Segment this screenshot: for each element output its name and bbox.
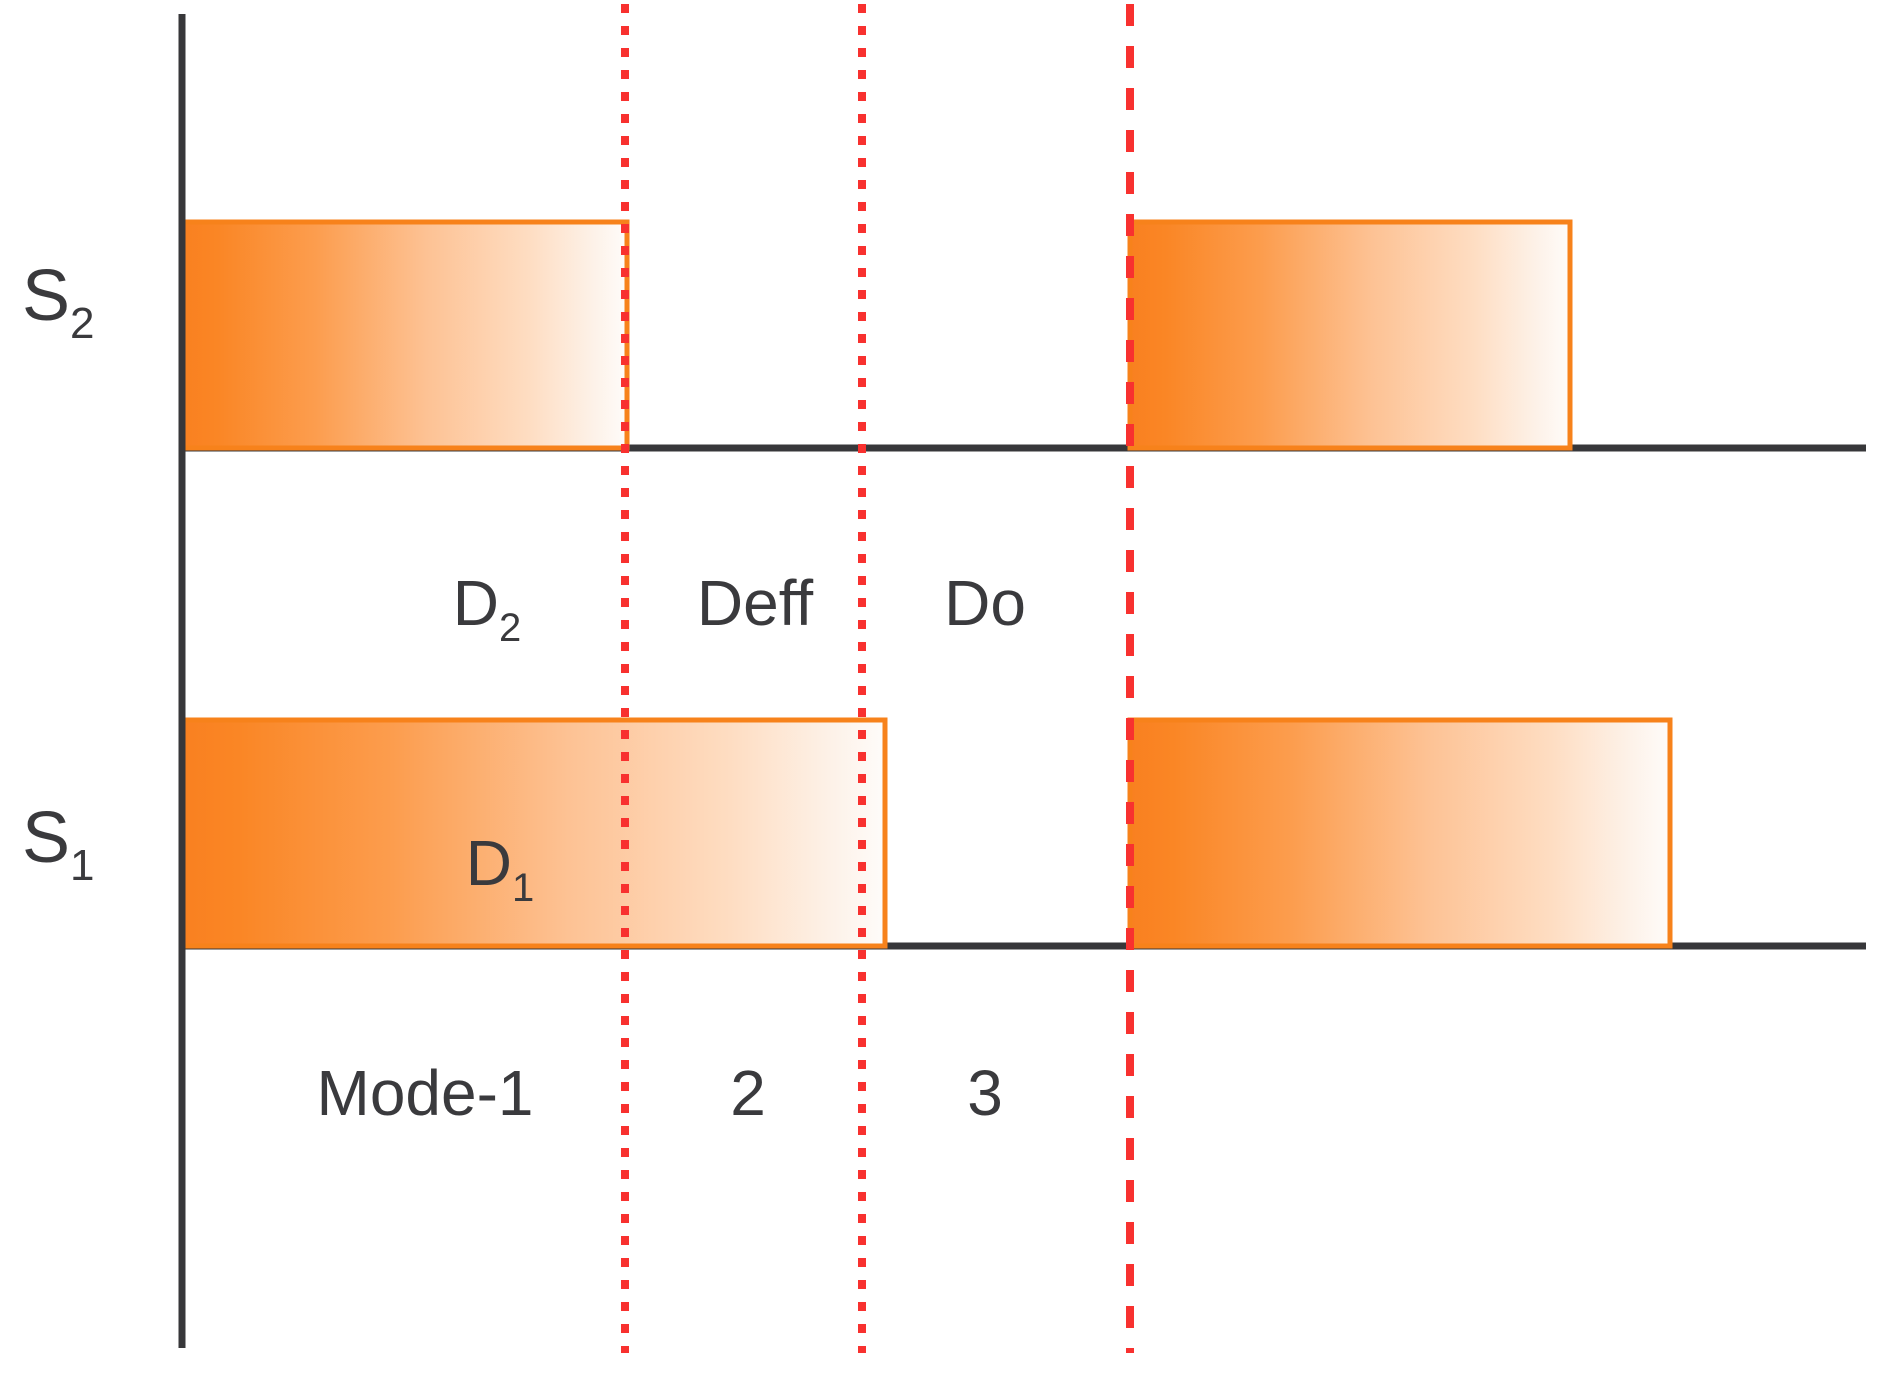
duty-label-d2-sub: 2 [499,606,521,650]
s2-pulse-2 [1127,219,1573,451]
signal-group-s2 [179,219,1866,452]
signal-label-s1: S1 [22,798,95,890]
mode-label-3: 3 [967,1057,1003,1129]
signal-label-s2-sub: 2 [70,299,94,348]
s2-pulse-1 [179,219,630,451]
s1-pulse-2 [1127,717,1673,949]
duty-label-do: Do [944,567,1026,639]
signal-label-s1-main: S [22,798,70,878]
duty-label-d1: D1 [466,827,534,910]
signal-label-s2-main: S [22,256,70,336]
duty-label-deff: Deff [697,567,813,639]
s1-pulse-1 [179,717,888,949]
signal-label-s1-sub: 1 [70,841,94,890]
duty-label-d2: D2 [453,567,521,650]
signal-group-s1 [179,717,1866,950]
signal-label-s2: S2 [22,256,95,348]
duty-label-d2-main: D [453,567,499,639]
mode-label-1: Mode-1 [317,1057,534,1129]
duty-label-d1-sub: 1 [512,866,534,910]
duty-label-d1-main: D [466,827,512,899]
mode-label-2: 2 [730,1057,766,1129]
